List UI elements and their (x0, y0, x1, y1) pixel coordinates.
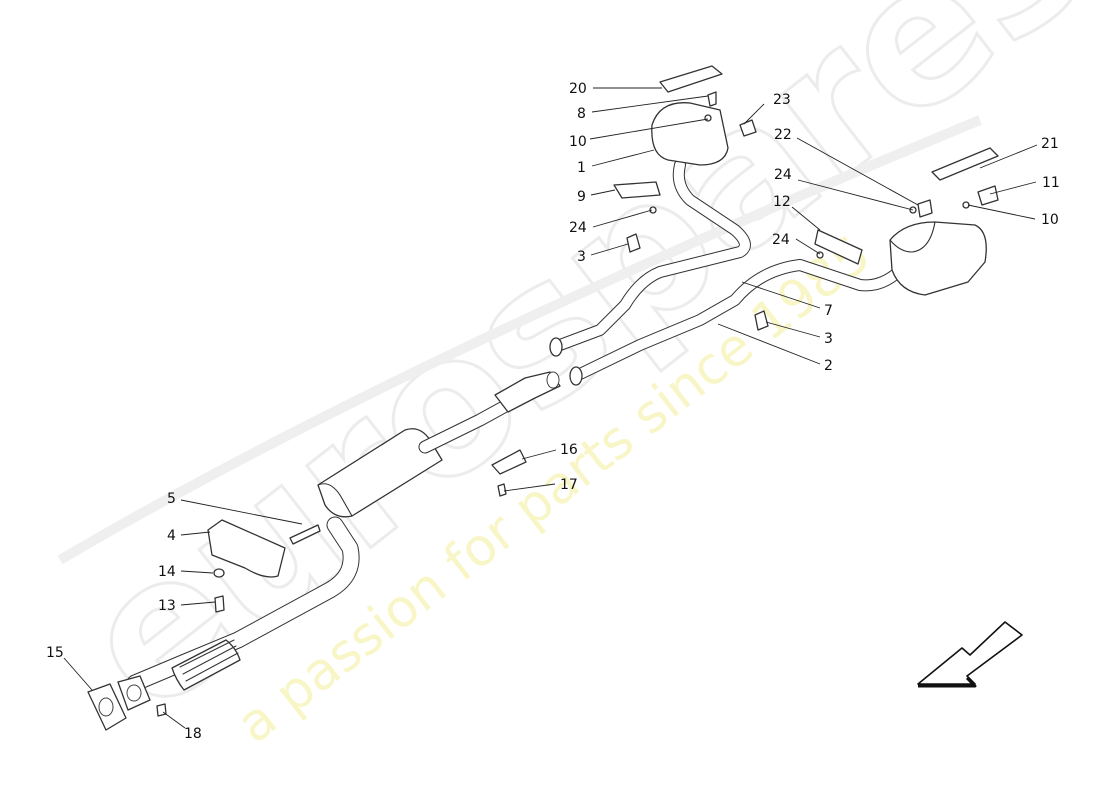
clamp-16 (491, 449, 527, 475)
callout-24-a: 24 (774, 167, 792, 183)
callout-20: 20 (569, 81, 587, 97)
bracket-12 (814, 229, 863, 265)
callout-3-a: 3 (577, 249, 586, 265)
callout-7: 7 (824, 303, 833, 319)
callout-1: 1 (577, 160, 586, 176)
hanger-5 (289, 524, 321, 545)
callout-17: 17 (560, 477, 578, 493)
bracket-21 (931, 147, 999, 181)
bolt-17 (497, 483, 507, 497)
callout-10-b: 10 (1041, 212, 1059, 228)
callout-13: 13 (158, 598, 176, 614)
rear-muffler-left (651, 102, 729, 166)
heat-shield-4 (207, 519, 286, 578)
bracket-9 (613, 181, 661, 199)
bolt-13 (214, 595, 225, 613)
callout-24-b: 24 (569, 220, 587, 236)
callout-18: 18 (184, 726, 202, 742)
callout-8: 8 (577, 106, 586, 122)
callout-16: 16 (560, 442, 578, 458)
rear-muffler-right (889, 221, 987, 296)
callout-12: 12 (773, 194, 791, 210)
callout-10: 10 (569, 134, 587, 150)
center-muffler (317, 428, 443, 518)
callout-21: 21 (1041, 136, 1059, 152)
callout-4: 4 (167, 528, 176, 544)
y-junction (494, 371, 561, 413)
washer-14 (213, 568, 225, 578)
callout-3-b: 3 (824, 331, 833, 347)
callout-numbers: 20 8 23 10 1 22 21 9 24 11 10 24 12 24 3… (46, 81, 1060, 742)
arrow-down-left-icon (917, 621, 1023, 688)
callout-9: 9 (577, 189, 586, 205)
callout-24-c: 24 (772, 232, 790, 248)
callout-22: 22 (774, 127, 792, 143)
hardware-parts (87, 65, 999, 731)
callout-11: 11 (1042, 175, 1060, 191)
screw-8 (707, 91, 717, 107)
bracket-20 (659, 65, 723, 93)
callout-23: 23 (773, 92, 791, 108)
callout-14: 14 (158, 564, 176, 580)
screw-10a (704, 114, 712, 122)
nut-18 (156, 703, 167, 717)
pipe-end-left (549, 337, 563, 357)
rubber-mount-3a (626, 233, 641, 253)
exhaust-pipe-assembly (117, 102, 987, 711)
rubber-mount-3b (754, 310, 769, 331)
callout-2: 2 (824, 358, 833, 374)
hanger-22 (917, 199, 933, 218)
pipe-end-right (569, 366, 583, 386)
hanger-11 (977, 185, 999, 206)
leader-lines (63, 87, 1038, 729)
nut-24a (649, 206, 657, 214)
callout-5: 5 (167, 491, 176, 507)
callout-15: 15 (46, 645, 64, 661)
